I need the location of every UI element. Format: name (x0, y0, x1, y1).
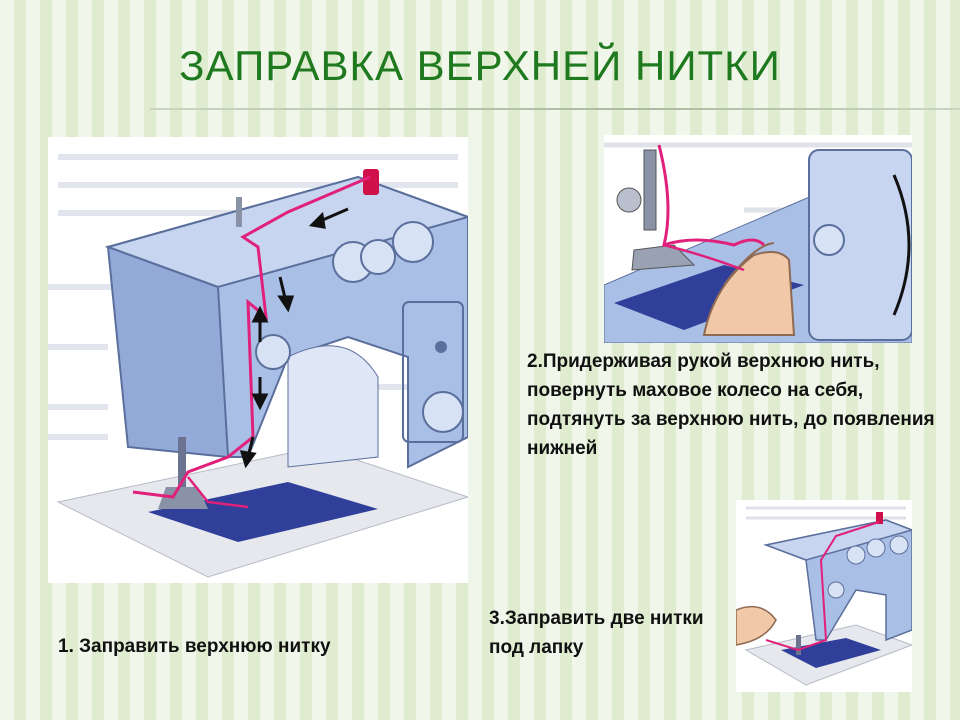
step3-illustration (736, 500, 912, 692)
step2-caption: 2.Придерживая рукой верхнюю нить, поверн… (527, 351, 935, 459)
main-illustration (48, 137, 468, 583)
sewing-machine-small-icon (736, 500, 912, 692)
step2-illustration (604, 135, 912, 343)
title-divider (150, 108, 960, 110)
hand-holding-thread-icon (604, 135, 912, 343)
sewing-machine-icon (48, 154, 468, 578)
step3-caption: 3.Заправить две нитки под лапку (489, 608, 704, 658)
step1-caption: 1. Заправить верхнюю нитку (58, 636, 331, 657)
slide-title: ЗАПРАВКА ВЕРХНЕЙ НИТКИ (179, 42, 781, 89)
